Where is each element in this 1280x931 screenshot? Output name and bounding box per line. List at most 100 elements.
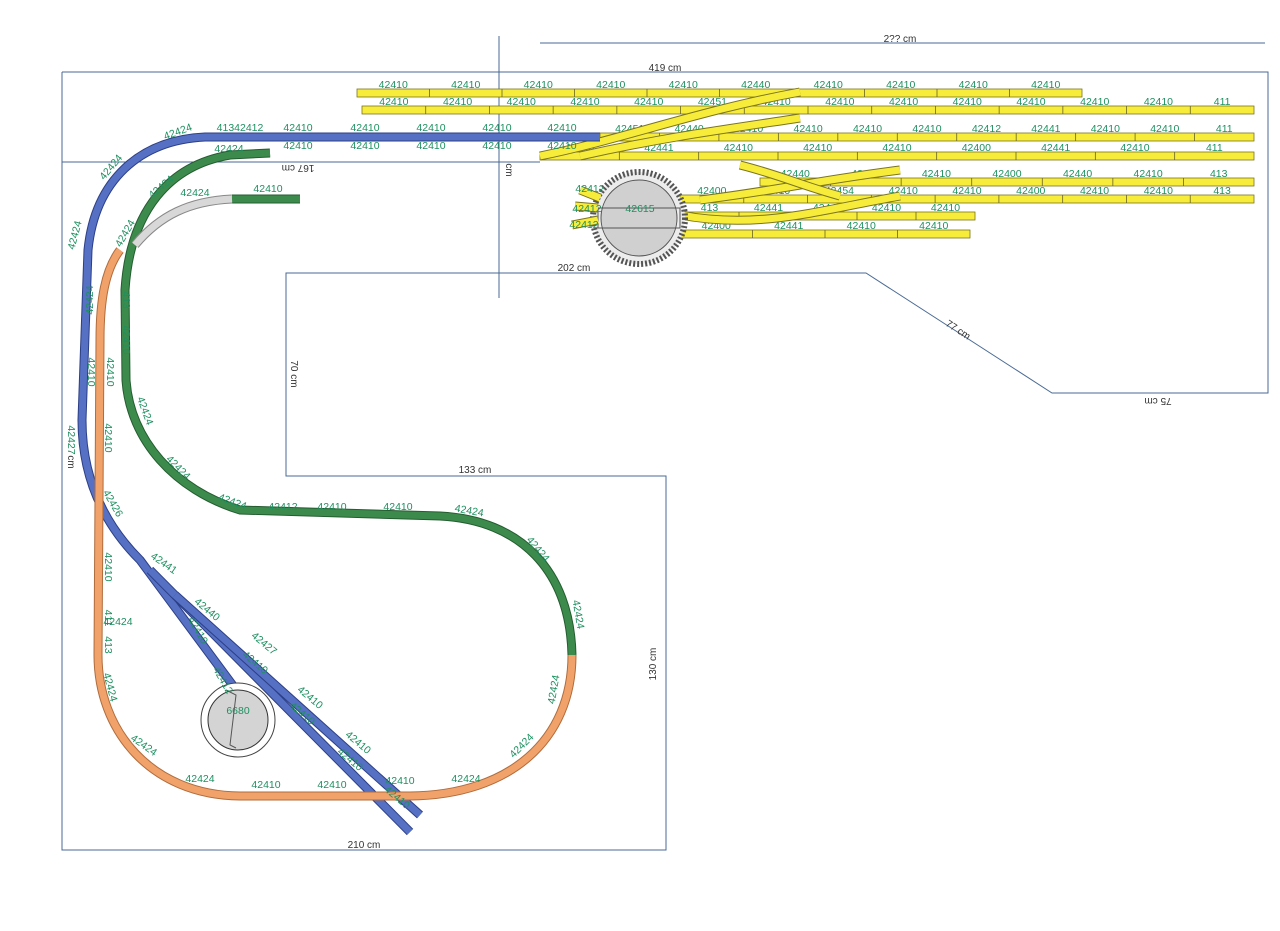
room-outline bbox=[61, 36, 1269, 851]
yard-track-code: 42410 bbox=[919, 220, 948, 232]
track-code: 42410 bbox=[253, 183, 282, 195]
dim-right-side: 130 cm bbox=[648, 648, 659, 681]
yard-track-code: 42410 bbox=[793, 123, 822, 135]
yard-track-code: 42410 bbox=[1031, 79, 1060, 91]
track-code: 42424 bbox=[454, 503, 485, 520]
yard-track-code: 411 bbox=[1206, 142, 1223, 154]
yard-track-code: 42410 bbox=[507, 96, 536, 108]
yard-track-code: 42410 bbox=[596, 79, 625, 91]
yard-track-code: 413 bbox=[701, 202, 719, 214]
yard-track-code: 42410 bbox=[931, 202, 960, 214]
dim-left-inner: 167 cm bbox=[282, 162, 315, 173]
track-code: 413 bbox=[120, 291, 132, 309]
track-code: 42410 bbox=[482, 140, 511, 152]
track-code: 42410 bbox=[283, 140, 312, 152]
yard-track-code: 42410 bbox=[886, 79, 915, 91]
dim-diagonal: 77 cm bbox=[943, 318, 972, 342]
track-code: 42410 bbox=[283, 122, 312, 134]
yard-track-code: 42400 bbox=[992, 168, 1021, 180]
yard-track-code: 42410 bbox=[1150, 123, 1179, 135]
small-turntable bbox=[200, 682, 276, 758]
track-code: 42424 bbox=[546, 674, 563, 705]
track-code: 42424 bbox=[214, 143, 243, 155]
track-code: 42410 bbox=[383, 501, 412, 513]
yard-track-code: 42410 bbox=[1120, 142, 1149, 154]
track-code: 42412 bbox=[268, 501, 297, 513]
yard-track-code: 42410 bbox=[853, 123, 882, 135]
yard-track-code: 42410 bbox=[882, 142, 911, 154]
yard-track-code: 42410 bbox=[451, 79, 480, 91]
track-code: 42424 bbox=[185, 773, 214, 785]
track-code: 42424 bbox=[66, 219, 85, 250]
dim-top-width: 419 cm bbox=[649, 63, 682, 74]
dim-cut-label: cm bbox=[503, 163, 514, 176]
turntable-label: 6680 bbox=[226, 705, 250, 717]
yard-track-code: 42410 bbox=[1144, 185, 1173, 197]
yard-track-code: 42440 bbox=[1063, 168, 1092, 180]
yard-track-code: 42410 bbox=[524, 79, 553, 91]
yard-track-code: 42440 bbox=[741, 79, 770, 91]
yard-track-code: 42410 bbox=[814, 79, 843, 91]
yard-track-code: 42400 bbox=[962, 142, 991, 154]
yard-track-code: 42410 bbox=[953, 96, 982, 108]
blue-main-line bbox=[77, 132, 600, 836]
yard-track-code: 411 bbox=[1216, 123, 1233, 135]
orange-line bbox=[93, 247, 577, 801]
yard-track-code: 42410 bbox=[634, 96, 663, 108]
track-code: 42410 bbox=[416, 122, 445, 134]
dim-inner-top: 202 cm bbox=[558, 263, 591, 274]
track-code: 42410 bbox=[317, 779, 346, 791]
dim-bottom: 210 cm bbox=[348, 840, 381, 851]
track-code: 42410 bbox=[85, 357, 97, 386]
track-code: 411 bbox=[102, 610, 114, 627]
track-code: 42410 bbox=[317, 501, 346, 513]
yard-track-code: 42410 bbox=[952, 185, 981, 197]
track-code: 42412 bbox=[569, 219, 598, 231]
dim-inner-bottom: 133 cm bbox=[459, 465, 492, 476]
track-code: 42410 bbox=[547, 122, 576, 134]
yard-track-code: 42410 bbox=[825, 96, 854, 108]
yard-track-code: 42410 bbox=[1016, 96, 1045, 108]
track-code: 41342412 bbox=[217, 122, 264, 134]
track-code: 42412 bbox=[575, 183, 604, 195]
track-code: 42410 bbox=[547, 140, 576, 152]
dim-right-bottom: 75 cm bbox=[1144, 395, 1171, 406]
yard-track-code: 42410 bbox=[669, 79, 698, 91]
yard-track-code: 42410 bbox=[803, 142, 832, 154]
track-code: 42412 bbox=[572, 203, 601, 215]
yard-track-code: 42400 bbox=[1016, 185, 1045, 197]
yard-track-code: 411 bbox=[1214, 96, 1231, 108]
yard-track-code: 42412 bbox=[972, 123, 1001, 135]
track-code: 42410 bbox=[120, 325, 132, 354]
yard-track-code: 42410 bbox=[379, 79, 408, 91]
yard-track-code: 42410 bbox=[570, 96, 599, 108]
dim-top-right: 2?? cm bbox=[884, 34, 917, 45]
track-code: 413 bbox=[102, 636, 114, 654]
track-code: 42410 bbox=[416, 140, 445, 152]
yard-track-code: 42410 bbox=[1091, 123, 1120, 135]
track-code: 42424 bbox=[451, 773, 480, 785]
track-code: 42410 bbox=[251, 779, 280, 791]
yard-track-code: 42410 bbox=[443, 96, 472, 108]
yard-track-code: 42441 bbox=[1031, 123, 1060, 135]
track-code: 42424 bbox=[570, 599, 587, 630]
yard-track-code: 42410 bbox=[1144, 96, 1173, 108]
track-code: 42410 bbox=[350, 140, 379, 152]
green-line bbox=[120, 148, 577, 656]
track-code: 42410 bbox=[350, 122, 379, 134]
yard-track-code: 42441 bbox=[774, 220, 803, 232]
yard-track-code: 42441 bbox=[754, 202, 783, 214]
track-code: 42410 bbox=[385, 775, 414, 787]
track-code: 42424 bbox=[180, 187, 209, 199]
yard-track bbox=[759, 177, 1255, 187]
yard-track-code: 413 bbox=[1213, 185, 1231, 197]
dim-left-side: cm bbox=[65, 455, 76, 468]
track-code: 42410 bbox=[482, 122, 511, 134]
turntable-radials bbox=[571, 185, 602, 230]
track-code: 42427 bbox=[65, 425, 77, 454]
yard-track-code: 413 bbox=[1210, 168, 1228, 180]
yard-track-code: 42410 bbox=[959, 79, 988, 91]
yard-track-code: 42410 bbox=[1080, 96, 1109, 108]
yard-track-code: 42410 bbox=[872, 202, 901, 214]
